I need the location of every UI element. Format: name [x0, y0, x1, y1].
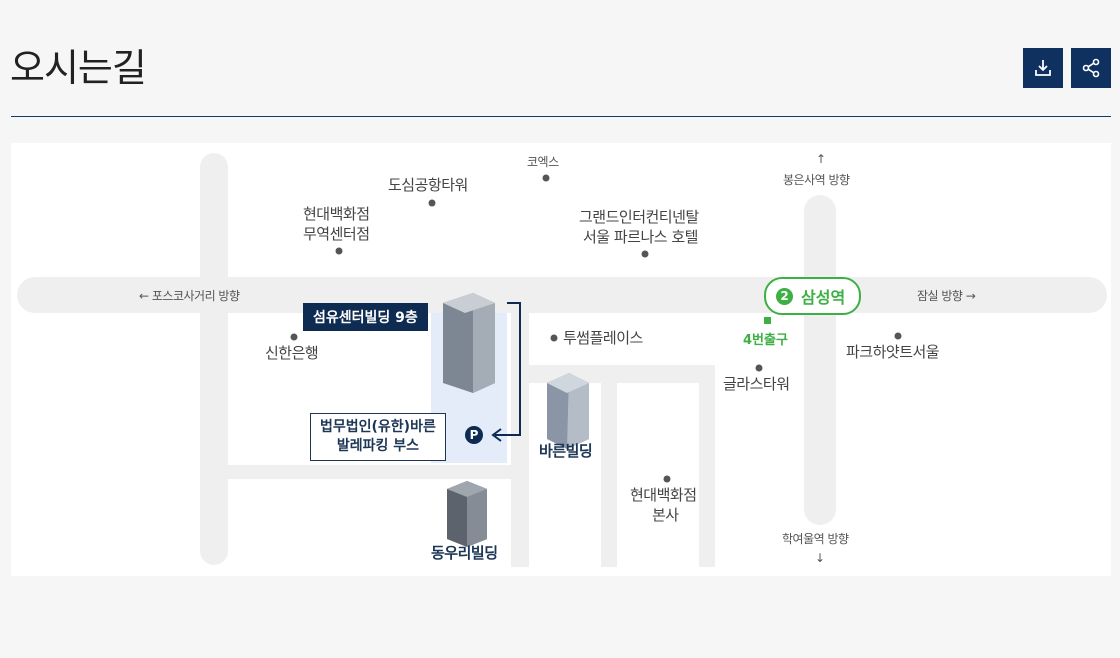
route-line [495, 302, 521, 436]
exit-4-label: 4번출구 [743, 333, 788, 348]
barun-building-icon [547, 373, 589, 449]
direction-north-arrow: ↑ [816, 152, 826, 166]
grand-dot [641, 250, 649, 258]
landmark-hq-2: 본사 [652, 506, 679, 524]
barun-building-label: 바른빌딩 [539, 442, 593, 460]
parking-line-1: 법무법인(유한)바른 [320, 419, 436, 435]
park-dot [894, 332, 902, 340]
direction-south-arrow: ↓ [815, 551, 825, 565]
direction-east: 잠실 방향 → [917, 289, 976, 303]
coex-dot [542, 174, 550, 182]
location-map: ← 포스코사거리 방향 잠실 방향 → ↑ 봉은사역 방향 학여울역 방향 ↓ … [11, 143, 1111, 576]
landmark-shinhan: 신한은행 [265, 344, 319, 362]
landmark-dosim: 도심공항타워 [388, 176, 468, 194]
target-building-icon [443, 293, 495, 393]
mid-road-3 [601, 383, 617, 567]
dongwoo-building-label: 동우리빌딩 [431, 544, 498, 562]
landmark-grand-1: 그랜드인터컨티넨탈 [579, 208, 699, 226]
target-building-label: 섬유센터빌딩 9층 [303, 303, 428, 331]
samsung-station-badge: 2 삼성역 [764, 277, 862, 315]
parking-booth-label: 법무법인(유한)바른 발레파킹 부스 [310, 413, 446, 461]
glass-dot [755, 364, 763, 372]
landmark-park: 파크하얏트서울 [846, 343, 940, 361]
landmark-tusum: 투썸플레이스 [563, 329, 643, 347]
share-icon [1082, 58, 1100, 78]
parking-icon [465, 426, 483, 444]
map-roads [17, 153, 1107, 567]
left-road [200, 153, 228, 565]
share-button[interactable] [1071, 48, 1111, 88]
tusum-dot [550, 334, 558, 342]
landmark-hyundai-1: 현대백화점 [303, 205, 370, 223]
landmark-hyundai-2: 무역센터점 [303, 225, 370, 243]
route-arrow-head [491, 428, 502, 442]
landmark-coex: 코엑스 [527, 155, 559, 169]
direction-west: ← 포스코사거리 방향 [139, 289, 240, 303]
mid-road-1 [511, 313, 529, 567]
mid-road-4 [699, 365, 715, 567]
landmark-glass: 글라스타워 [723, 375, 790, 393]
hq-dot [663, 475, 671, 483]
landmark-grand-2: 서울 파르나스 호텔 [583, 228, 698, 246]
hyundai-dot [335, 247, 343, 255]
landmark-hq-1: 현대백화점 [630, 486, 697, 504]
title-divider [11, 116, 1111, 117]
station-name: 삼성역 [801, 288, 846, 307]
page-title: 오시는길 [10, 46, 147, 90]
direction-north: 봉은사역 방향 [783, 173, 850, 187]
exit-marker [764, 317, 771, 324]
download-icon [1035, 60, 1051, 76]
parking-symbol: P [469, 428, 479, 442]
parking-line-2: 발레파킹 부스 [336, 438, 419, 454]
mid-road-5 [228, 465, 511, 479]
right-road [804, 195, 836, 525]
direction-south: 학여울역 방향 [782, 532, 849, 546]
dosim-dot [428, 199, 436, 207]
dongwoo-building-icon [447, 481, 487, 547]
download-button[interactable] [1023, 48, 1063, 88]
shinhan-dot [290, 333, 298, 341]
line-2-icon: 2 [776, 287, 793, 305]
